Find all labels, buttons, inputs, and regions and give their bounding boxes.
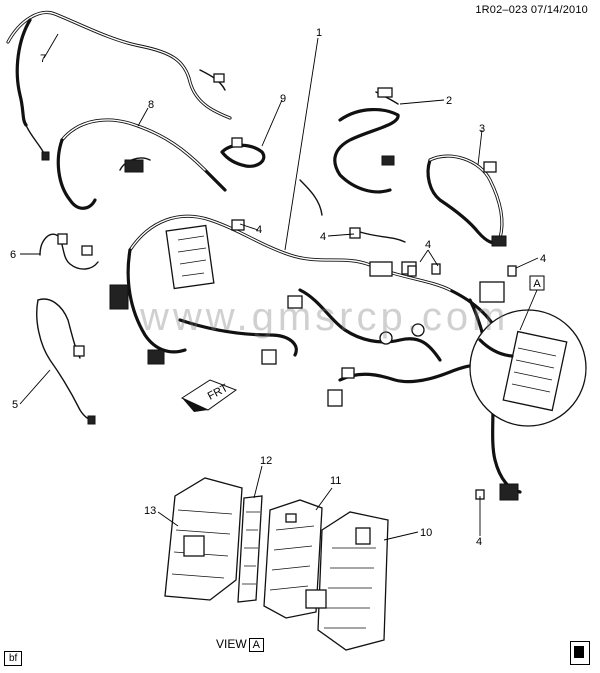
corner-logo-icon xyxy=(570,641,590,665)
front-arrow: FRT xyxy=(180,379,238,412)
callout-4b: 4 xyxy=(320,231,326,243)
callout-8: 8 xyxy=(148,99,154,111)
callout-2: 2 xyxy=(446,95,452,107)
callout-9: 9 xyxy=(280,93,286,105)
footer-tag: bf xyxy=(4,651,23,666)
callout-13: 13 xyxy=(144,505,156,517)
view-label-marker: A xyxy=(248,638,265,652)
watermark: www.gmsrcp.com xyxy=(140,295,510,339)
harness-5 xyxy=(36,298,96,425)
callout-4e: 4 xyxy=(476,536,482,548)
callout-3: 3 xyxy=(479,123,485,135)
callout-4c: 4 xyxy=(425,239,431,251)
detail-marker-label: A xyxy=(533,278,541,290)
diagram-code: 1R02–023 07/14/2010 xyxy=(475,4,588,16)
callout-1: 1 xyxy=(316,27,322,39)
harness-2 xyxy=(333,87,400,194)
module-11 xyxy=(263,499,323,619)
callout-10: 10 xyxy=(420,527,432,539)
harness-8 xyxy=(56,118,227,210)
callout-4d: 4 xyxy=(540,253,546,265)
harness-3 xyxy=(426,154,507,247)
module-13 xyxy=(164,477,243,601)
module-12 xyxy=(237,495,263,603)
harness-connectors xyxy=(109,219,519,501)
leader-lines xyxy=(19,33,539,541)
callout-7: 7 xyxy=(40,53,46,65)
callout-11: 11 xyxy=(330,475,341,487)
harness-7 xyxy=(6,10,232,161)
callout-12: 12 xyxy=(260,455,272,467)
view-label-text: VIEW xyxy=(216,637,247,651)
detail-a-zoom xyxy=(469,309,587,427)
harness-9 xyxy=(220,137,266,168)
detail-marker-leader xyxy=(519,289,538,331)
callout-5: 5 xyxy=(12,399,18,411)
callout-4a: 4 xyxy=(256,224,262,236)
harness-6 xyxy=(39,233,99,270)
module-10 xyxy=(305,511,389,651)
callout-6: 6 xyxy=(10,249,16,261)
